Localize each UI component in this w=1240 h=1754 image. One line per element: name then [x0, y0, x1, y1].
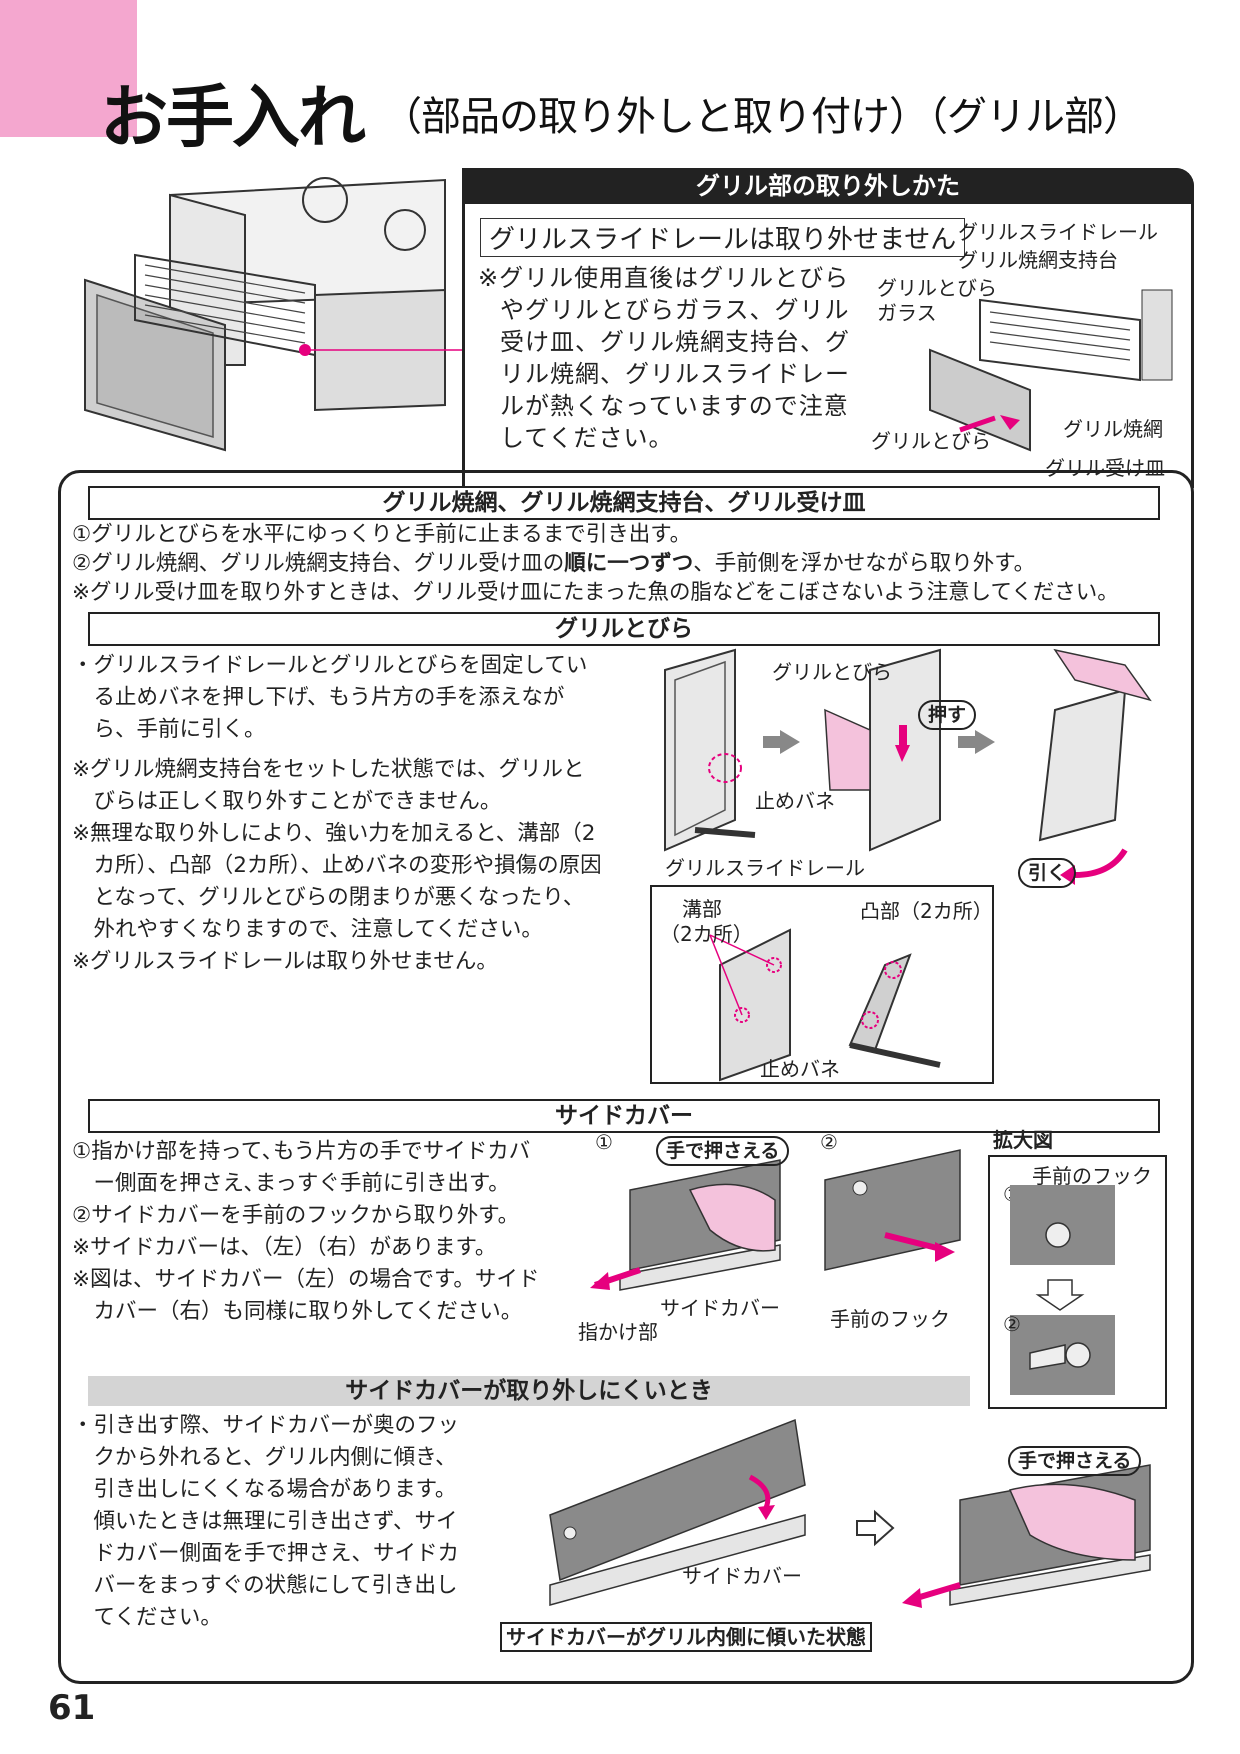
page-title: お手入れ — [100, 79, 366, 158]
caution-text: ※グリル使用直後はグリルとびら やグリルとびらガラス、グリル 受け皿、グリル焼網… — [478, 264, 850, 452]
tilted-cover-illustration — [549, 1418, 806, 1606]
section-hard-header: サイドカバーが取り外しにくいとき — [88, 1376, 970, 1406]
frame-connector — [462, 168, 465, 488]
section-net-header: グリル焼網、グリル焼網支持台、グリル受け皿 — [88, 486, 1160, 520]
zoom-illustration — [1010, 1185, 1115, 1395]
push-tag: 押す — [918, 700, 977, 730]
label-side-cover-2: サイドカバー — [682, 1564, 802, 1588]
note-box: グリルスライドレールは取り外せません — [480, 218, 966, 257]
section-door-header: グリルとびら — [88, 612, 1160, 646]
side-cover-step2 — [824, 1149, 961, 1271]
stove-illustration — [84, 177, 465, 452]
door-text: ・グリルスライドレールとグリルとびらを固定してい る止めバネを押し下げ、もう片方… — [72, 653, 602, 974]
label-door-glass-1: グリルとびら — [877, 276, 997, 300]
tilted-caption: サイドカバーがグリル内側に傾いた状態 — [500, 1622, 872, 1652]
label-door-2: グリルとびら — [772, 660, 892, 684]
label-side-cover: サイドカバー — [660, 1296, 780, 1320]
label-front-hook: 手前のフック — [830, 1307, 950, 1331]
zoom-hook-label: 手前のフック — [1032, 1164, 1152, 1188]
hard-text: ・引き出す際、サイドカバーが奥のフッ クから外れると、グリル内側に傾き、 引き出… — [72, 1413, 460, 1630]
pink-tab — [0, 0, 137, 137]
straight-cover-illustration — [902, 1464, 1151, 1608]
label-spring-2: 止めバネ — [760, 1057, 840, 1081]
label-finger: 指かけ部 — [578, 1320, 658, 1344]
label-slide-rail: グリルスライドレール — [958, 220, 1158, 244]
outline-arrow-icon — [856, 1509, 895, 1547]
net-step-2: ②グリル焼網、グリル焼網支持台、グリル受け皿の順に一つずつ、手前側を浮かせながら… — [72, 551, 1036, 576]
label-rail: グリルスライドレール — [665, 856, 865, 880]
page-subtitle: （部品の取り外しと取り付け）（グリル部） — [382, 94, 1143, 140]
side-text: ①指かけ部を持って､もう片方の手でサイドカバ ー側面を押さえ､まっすぐ手前に引き… — [72, 1139, 540, 1324]
label-spring: 止めバネ — [755, 789, 835, 813]
grill-parts-illustration — [929, 289, 1173, 452]
hand-press-tag: 手で押さえる — [656, 1136, 790, 1166]
zoom-box — [988, 1155, 1167, 1409]
net-note: ※グリル受け皿を取り外すときは、グリル受け皿にたまった魚の脂などをこぼさないよう… — [72, 580, 1119, 605]
side-num-2: ② — [820, 1130, 838, 1154]
label-grill-net: グリル焼網 — [1063, 417, 1163, 441]
label-groove-2: （2カ所） — [660, 922, 753, 946]
zoom-title: 拡大図 — [993, 1128, 1053, 1152]
zoom-num-2: ② — [1003, 1312, 1021, 1336]
section-side-header: サイドカバー — [88, 1099, 1160, 1133]
label-groove-1: 溝部 — [682, 897, 722, 921]
label-convex: 凸部（2カ所） — [860, 899, 993, 923]
removal-header: グリル部の取り外しかた — [462, 168, 1194, 204]
hand-press-tag-2: 手で押さえる — [1008, 1446, 1142, 1476]
side-num-1: ① — [595, 1130, 613, 1154]
label-grill-stand: グリル焼網支持台 — [958, 248, 1118, 272]
net-step-1: ①グリルとびらを水平にゆっくりと手前に止まるまで引き出す。 — [72, 522, 692, 547]
door-detail-box — [650, 885, 994, 1084]
main-frame — [58, 470, 1194, 1684]
label-tray: グリル受け皿 — [1045, 456, 1165, 480]
pull-tag: 引く — [1018, 858, 1077, 888]
label-door: グリルとびら — [871, 429, 991, 453]
label-door-glass-2: ガラス — [877, 301, 937, 325]
door-detail-illustration — [709, 928, 941, 1082]
side-cover-step1 — [590, 1159, 781, 1291]
door-removal-sequence — [664, 648, 1152, 885]
page-number: 61 — [48, 1688, 96, 1728]
